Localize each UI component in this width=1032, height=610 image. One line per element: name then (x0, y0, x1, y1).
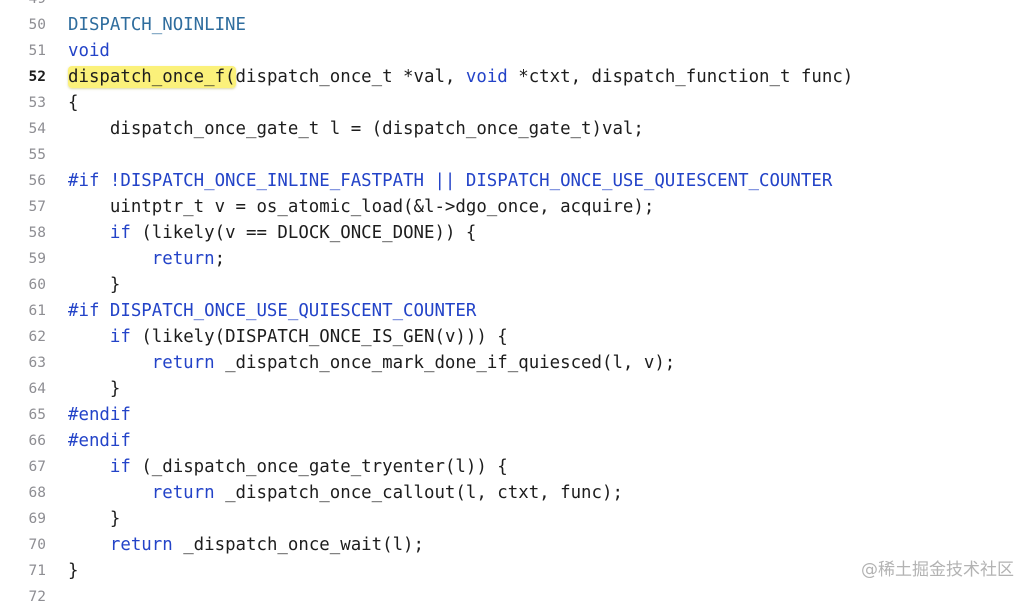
code-line: 67 if (_dispatch_once_gate_tryenter(l)) … (0, 454, 1032, 480)
line-number: 51 (28, 43, 46, 59)
code-line: 58 if (likely(v == DLOCK_ONCE_DONE)) { (0, 220, 1032, 246)
code-text: #endif (68, 405, 131, 425)
line-number: 54 (28, 121, 46, 137)
code-line: 54 dispatch_once_gate_t l = (dispatch_on… (0, 116, 1032, 142)
search-highlight[interactable]: dispatch_once_f( (68, 66, 236, 88)
code-text: *ctxt, dispatch_function_t func) (507, 67, 854, 87)
code-keyword: return (109, 535, 173, 555)
code-text: #endif (68, 431, 131, 451)
code-line: 70 return _dispatch_once_wait(l); (0, 532, 1032, 558)
line-number: 60 (28, 277, 46, 293)
code-text: (likely(v == DLOCK_ONCE_DONE)) { (130, 223, 477, 243)
code-line: 69 } (0, 506, 1032, 532)
code-line: 50 DISPATCH_NOINLINE (0, 12, 1032, 38)
code-text: } (68, 275, 121, 295)
line-number: 68 (28, 485, 46, 501)
line-number: 55 (28, 147, 46, 163)
code-text: } (68, 561, 79, 581)
code-line: 61 #if DISPATCH_ONCE_USE_QUIESCENT_COUNTE… (0, 298, 1032, 324)
code-text: _dispatch_once_mark_done_if_quiesced(l, … (214, 353, 676, 373)
line-number: 53 (28, 95, 46, 111)
line-number: 72 (28, 589, 46, 605)
code-text: ; (214, 249, 226, 269)
code-text: _dispatch_once_wait(l); (172, 535, 424, 555)
code-line: 64 } (0, 376, 1032, 402)
line-number: 59 (28, 251, 46, 267)
line-number: 63 (28, 355, 46, 371)
code-keyword: if (109, 223, 131, 243)
code-line: 49 (0, 0, 1032, 12)
code-keyword: void (465, 67, 508, 87)
code-text: _dispatch_once_callout(l, ctxt, func); (214, 483, 623, 503)
code-text: { (68, 93, 79, 113)
code-text: #if DISPATCH_ONCE_USE_QUIESCENT_COUNTER (68, 301, 477, 321)
code-keyword: return (151, 249, 215, 269)
code-line: 57 uintptr_t v = os_atomic_load(&l->dgo_… (0, 194, 1032, 220)
code-line: 60 } (0, 272, 1032, 298)
code-text: uintptr_t v = os_atomic_load(&l->dgo_onc… (68, 197, 655, 217)
code-line: 55 (0, 142, 1032, 168)
line-number: 66 (28, 433, 46, 449)
code-keyword: if (109, 457, 131, 477)
line-number: 58 (28, 225, 46, 241)
code-text: DISPATCH_NOINLINE (68, 15, 246, 35)
line-number: 62 (28, 329, 46, 345)
code-text: } (68, 379, 121, 399)
line-number: 57 (28, 199, 46, 215)
code-line: 68 return _dispatch_once_callout(l, ctxt… (0, 480, 1032, 506)
code-line: 59 return; (0, 246, 1032, 272)
line-number: 52 (28, 69, 46, 85)
code-keyword: return (151, 353, 215, 373)
line-number: 56 (28, 173, 46, 189)
line-number: 67 (28, 459, 46, 475)
line-number: 64 (28, 381, 46, 397)
line-number: 65 (28, 407, 46, 423)
code-keyword: if (109, 327, 131, 347)
code-line: 51 void (0, 38, 1032, 64)
code-text: } (68, 509, 121, 529)
watermark-text: @稀土掘金技术社区 (861, 560, 1014, 580)
code-line: 53 { (0, 90, 1032, 116)
code-line: 63 return _dispatch_once_mark_done_if_qu… (0, 350, 1032, 376)
code-text: (_dispatch_once_gate_tryenter(l)) { (130, 457, 508, 477)
line-number: 49 (0, 0, 46, 12)
code-text: dispatch_once_gate_t l = (dispatch_once_… (68, 119, 644, 139)
line-number: 69 (28, 511, 46, 527)
code-line: 66 #endif (0, 428, 1032, 454)
code-keyword: return (151, 483, 215, 503)
code-text: #if !DISPATCH_ONCE_INLINE_FASTPATH || DI… (68, 171, 833, 191)
code-text: void (68, 41, 110, 61)
code-text: dispatch_once_t *val, (235, 67, 466, 87)
code-text: (likely(DISPATCH_ONCE_IS_GEN(v))) { (130, 327, 508, 347)
code-line: 72 (0, 584, 1032, 610)
line-number: 61 (28, 303, 46, 319)
line-number: 70 (28, 537, 46, 553)
code-line: 71} (0, 558, 1032, 584)
code-line: 65 #endif (0, 402, 1032, 428)
code-line: 62 if (likely(DISPATCH_ONCE_IS_GEN(v))) … (0, 324, 1032, 350)
line-number: 50 (28, 17, 46, 33)
code-line: 56 #if !DISPATCH_ONCE_INLINE_FASTPATH || … (0, 168, 1032, 194)
line-number: 71 (28, 563, 46, 579)
